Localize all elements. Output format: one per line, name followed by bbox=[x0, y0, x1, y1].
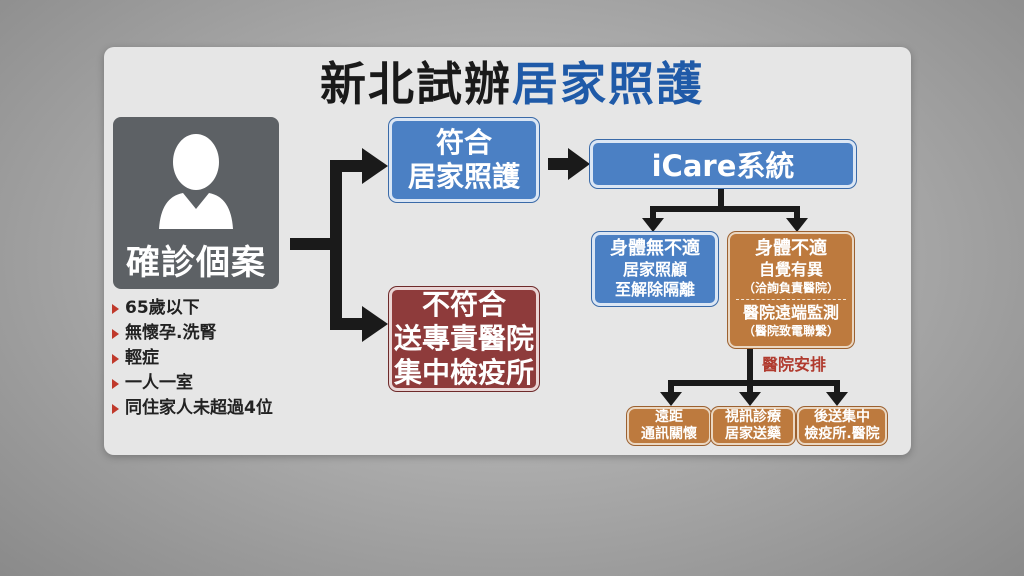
list-item: 65歲以下 bbox=[112, 296, 273, 321]
bullet-arrow-icon bbox=[112, 303, 119, 314]
list-item: 輕症 bbox=[112, 346, 273, 371]
outcome-remote-care: 遠距 通訊關懷 bbox=[627, 407, 711, 445]
person-icon bbox=[159, 134, 233, 229]
unwell-box: 身體不適 自覺有異 （洽詢負責醫院） 醫院遠端監測 （醫院致電聯繫） bbox=[728, 232, 854, 348]
outcome-transfer: 後送集中 檢疫所.醫院 bbox=[797, 407, 887, 445]
no-symptom-line3: 至解除隔離 bbox=[614, 280, 695, 299]
hospital-arrange-label: 醫院安排 bbox=[762, 355, 827, 374]
icare-label: iCare系統 bbox=[651, 149, 795, 183]
title-part2: 居家照護 bbox=[512, 57, 704, 111]
unwell-divider bbox=[736, 299, 846, 300]
case-label: 確診個案 bbox=[126, 243, 266, 283]
unwell-note1: （洽詢負責醫院） bbox=[742, 281, 839, 295]
bullet-arrow-icon bbox=[112, 403, 119, 414]
list-item: 無懷孕.洗腎 bbox=[112, 321, 273, 346]
ineligible-box: 不符合 送專責醫院 集中檢疫所 bbox=[389, 287, 539, 391]
outcome-video-care: 視訊診療 居家送藥 bbox=[711, 407, 795, 445]
eligible-box: 符合 居家照護 bbox=[389, 118, 539, 202]
bullet-arrow-icon bbox=[112, 353, 119, 364]
list-item: 同住家人未超過4位 bbox=[112, 396, 273, 421]
bullet-arrow-icon bbox=[112, 328, 119, 339]
no-symptom-box: 身體無不適 居家照顧 至解除隔離 bbox=[592, 232, 718, 306]
bullet-arrow-icon bbox=[112, 378, 119, 389]
eligible-line2: 居家照護 bbox=[407, 160, 520, 193]
list-item: 一人一室 bbox=[112, 371, 273, 396]
case-panel: 確診個案 bbox=[113, 117, 279, 289]
unwell-note2: （醫院致電聯繫） bbox=[742, 324, 839, 338]
unwell-line3: 醫院遠端監測 bbox=[742, 303, 839, 322]
ineligible-line2: 送專責醫院 bbox=[393, 322, 534, 355]
icare-system-box: iCare系統 bbox=[590, 140, 856, 188]
unwell-line2: 自覺有異 bbox=[758, 260, 823, 279]
no-symptom-line2: 居家照顧 bbox=[622, 260, 687, 279]
unwell-line1: 身體不適 bbox=[755, 238, 827, 259]
no-symptom-line1: 身體無不適 bbox=[610, 238, 700, 259]
page-title: 新北試辦居家照護 bbox=[0, 58, 1024, 110]
ineligible-line1: 不符合 bbox=[421, 288, 506, 321]
condition-list: 65歲以下 無懷孕.洗腎 輕症 一人一室 同住家人未超過4位 bbox=[112, 296, 273, 421]
eligible-line1: 符合 bbox=[435, 126, 492, 159]
title-part1: 新北試辦 bbox=[320, 57, 512, 111]
ineligible-line3: 集中檢疫所 bbox=[393, 356, 534, 389]
